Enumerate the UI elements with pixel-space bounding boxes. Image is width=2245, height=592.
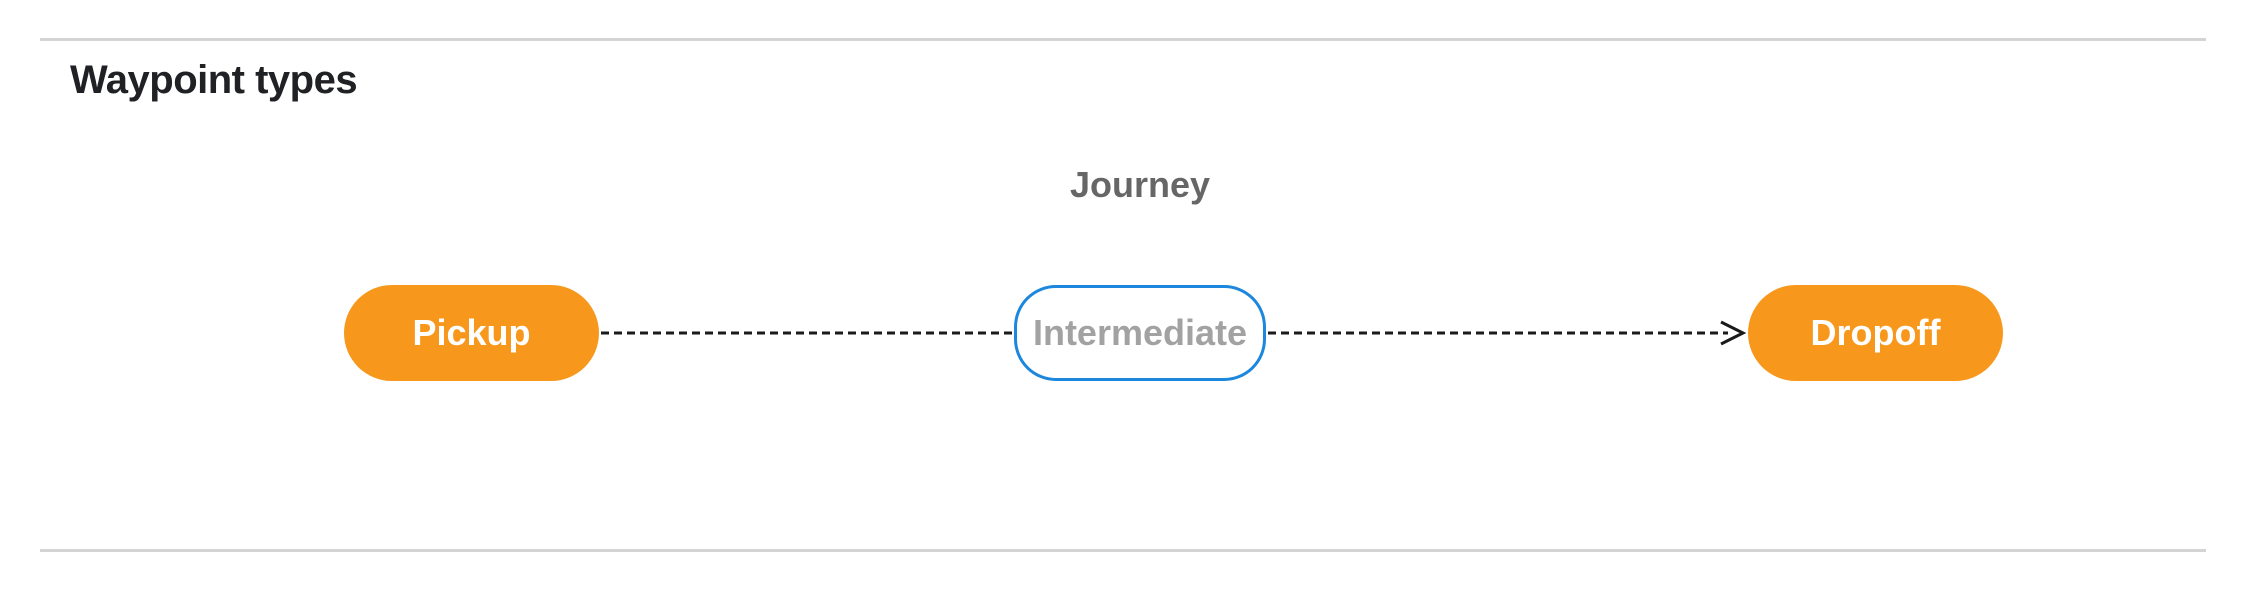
journey-label: Journey xyxy=(1069,164,1211,205)
top-divider xyxy=(40,38,2206,41)
arrowhead-icon xyxy=(1720,320,1747,346)
node-intermediate: Intermediate xyxy=(1014,285,1266,381)
section-title: Waypoint types xyxy=(70,58,358,102)
node-dropoff: Dropoff xyxy=(1748,285,2003,381)
bottom-divider xyxy=(40,549,2206,552)
node-pickup: Pickup xyxy=(344,285,599,381)
